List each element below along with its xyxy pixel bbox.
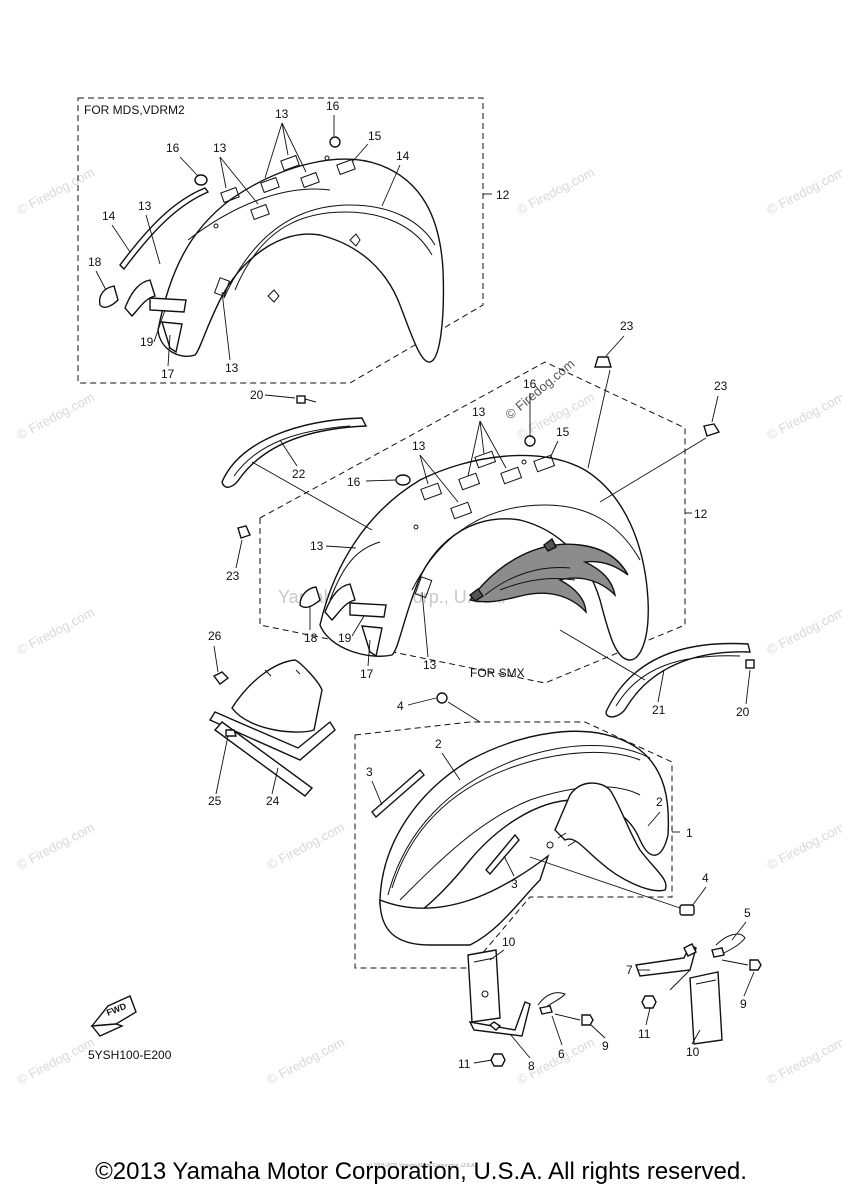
box-label-smx: FOR SMX [470,666,525,680]
callout-10: 10 [502,935,516,949]
callout-5: 5 [744,906,751,920]
callout-24: 24 [266,794,280,808]
callout-23: 23 [226,569,240,583]
top-box: FOR MDS,VDRM2 13 13 [77,97,510,384]
callout-26: 26 [208,629,222,643]
diagram-code: 5YSH100-E200 [88,1048,172,1062]
callout-14: 14 [396,149,410,163]
callout-13: 13 [225,361,239,375]
callout-2: 2 [435,737,442,751]
callout-7: 7 [626,963,633,977]
callout-13: 13 [412,439,426,453]
callout-17: 17 [360,667,374,681]
watermark-site: © Firedog.com [264,1034,346,1087]
lower-box: 4 4 2 2 3 3 1 [354,692,709,969]
watermark-site: © Firedog.com [14,389,96,442]
callout-4: 4 [397,699,404,713]
callout-16: 16 [523,377,537,391]
callout-14: 14 [102,209,116,223]
callout-13: 13 [310,539,324,553]
callout-2: 2 [656,795,663,809]
callout-21: 21 [652,703,666,717]
callout-3: 3 [511,877,518,891]
side-rails: 20 22 23 23 23 21 20 [221,319,755,719]
callout-11: 11 [638,1027,651,1041]
callout-13: 13 [213,141,227,155]
callout-18: 18 [304,631,318,645]
watermark-site: © Firedog.com [14,604,96,657]
watermark-site: © Firedog.com [764,819,842,872]
callout-9: 9 [602,1039,609,1053]
callout-23: 23 [620,319,634,333]
callout-23: 23 [714,379,728,393]
watermark-site: © Firedog.com [764,164,842,217]
callout-15: 15 [368,129,382,143]
callout-18: 18 [88,255,102,269]
tiny-credit: (c) 2003-2015 Yamaha Motor Corporation, … [366,1163,476,1169]
watermark-site: © Firedog.com [14,164,96,217]
middle-box: FOR SMX 13 13 [259,361,708,684]
callout-12: 12 [496,188,510,202]
fwd-indicator: FWD [90,995,137,1037]
callout-13: 13 [423,658,437,672]
watermark-site: © Firedog.com [764,389,842,442]
callout-19: 19 [338,631,352,645]
callout-13: 13 [138,199,152,213]
callout-19: 19 [140,335,154,349]
callout-3: 3 [366,765,373,779]
callout-11: 11 [458,1057,471,1071]
callout-10: 10 [686,1045,700,1059]
callout-8: 8 [528,1059,535,1073]
callout-16: 16 [326,99,340,113]
watermark-site: © Firedog.com [264,819,346,872]
callout-16: 16 [166,141,180,155]
callout-6: 6 [558,1047,565,1061]
bracket-assembly: 26 25 24 [208,629,336,808]
callout-20: 20 [250,388,264,402]
box-label-mds-vdrm2: FOR MDS,VDRM2 [84,103,185,117]
callout-22: 22 [292,467,306,481]
watermark-site: © Firedog.com [514,164,596,217]
callout-13: 13 [275,107,289,121]
watermark-site: © Firedog.com [14,1034,96,1087]
callout-20: 20 [736,705,750,719]
callout-15: 15 [556,425,570,439]
watermark-site: © Firedog.com [14,819,96,872]
callout-16: 16 [347,475,361,489]
callout-4: 4 [702,871,709,885]
signal-brackets: 10 8 11 6 9 7 11 5 9 [458,906,762,1073]
watermark-site: © Firedog.com [764,604,842,657]
watermark-site: © Firedog.com [764,1034,842,1087]
callout-17: 17 [161,367,175,381]
callout-12: 12 [694,507,708,521]
callout-9: 9 [740,997,747,1011]
callout-25: 25 [208,794,222,808]
callout-1: 1 [686,826,693,840]
watermark-site: © Firedog.com [514,1034,596,1087]
copyright-notice: ©2013 Yamaha Motor Corporation, U.S.A. A… [95,1158,747,1185]
callout-13: 13 [472,405,486,419]
